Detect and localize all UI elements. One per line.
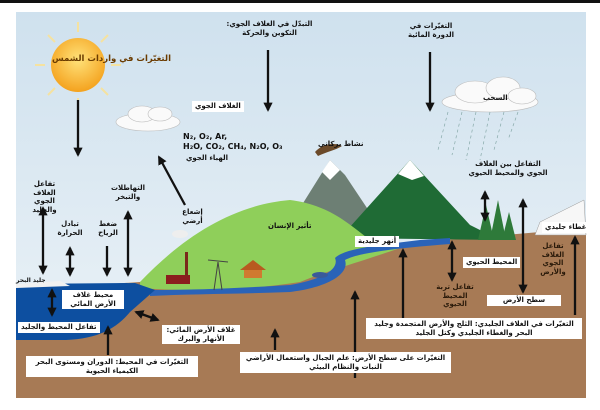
heat-exchange-label: تبادل الحرارة xyxy=(57,220,83,237)
sea-ice-label: جليد البحر xyxy=(16,277,46,284)
precip-evap-label: التهاطلات والتبخر xyxy=(110,184,146,201)
rivers-lakes-label: غلاف الأرض المائي: الأنهار والبرك xyxy=(162,325,240,344)
gases-line2: H₂O, CO₂, CH₄, N₂O, O₃ xyxy=(183,142,283,151)
hydro-cycle-label: التغيّرات في الدورة المائية xyxy=(407,22,455,39)
atm-ice-label: تفاعل الغلاف الجوي والجليد xyxy=(32,180,57,214)
soil-bio-label: تفاعل تربة المحيط الحيوي xyxy=(436,283,474,308)
ocean-changes-label: التغيّرات في المحيط: الدوران ومستوى البح… xyxy=(26,356,198,377)
ocean-hydro-label: محيط غلاف الأرض المائي xyxy=(62,290,124,309)
glaciers-label: أنهر جليدية xyxy=(355,236,400,247)
factory-icon xyxy=(166,230,190,284)
atmosphere-change-label: التبدّل في الغلاف الجوي: التكوين والحركة xyxy=(226,20,313,37)
clouds-label: السحب xyxy=(483,94,508,102)
ice-sheet-label: غطاء جليدي xyxy=(542,222,590,233)
radiation-label: إشعاع أرضي xyxy=(182,208,203,225)
atm-bio-label: التفاعل بين الغلاف الجوي والمحيط الحيوي xyxy=(468,160,548,177)
top-border xyxy=(0,0,600,3)
car-icon xyxy=(312,272,328,278)
forest xyxy=(478,200,516,240)
aerosols-label: الهباء الجوي xyxy=(186,154,229,162)
volcanic-label: نشاط بركاني xyxy=(318,140,364,148)
windmill-icon xyxy=(207,259,229,291)
sea-ice xyxy=(16,281,70,288)
biosphere-label: المحيط الحيوي xyxy=(463,257,521,268)
human-influence-label: تأثير الإنسان xyxy=(268,222,312,230)
gases-line1: N₂, O₂, Ar, xyxy=(183,132,228,141)
land-changes-label: التغيّرات على سطح الأرض: علم الجبال واست… xyxy=(240,352,451,373)
interaction-arrows xyxy=(38,50,580,378)
house-icon xyxy=(240,260,266,278)
ocean-ice-label: تفاعل المحيط والجليد xyxy=(18,322,100,333)
cloud-icon xyxy=(115,105,181,132)
solar-input-label: التغيّرات في واردات الشمس xyxy=(52,54,172,64)
rain-cloud-icon xyxy=(441,76,539,113)
atmosphere-label: الغلاف الجوي xyxy=(192,101,244,112)
river xyxy=(150,238,450,296)
volcanic-plume xyxy=(315,144,342,156)
rain xyxy=(437,111,519,161)
atm-land-label: تفاعل الغلاف الجوي والأرض xyxy=(540,242,566,276)
cryosphere-changes-label: التغيّرات في الغلاف الجليدي: الثلج والأر… xyxy=(366,318,582,339)
land-surface-label: سطح الأرض xyxy=(487,295,561,306)
green-mountain xyxy=(340,160,500,240)
wind-stress-label: ضغط الرياح xyxy=(98,220,118,237)
